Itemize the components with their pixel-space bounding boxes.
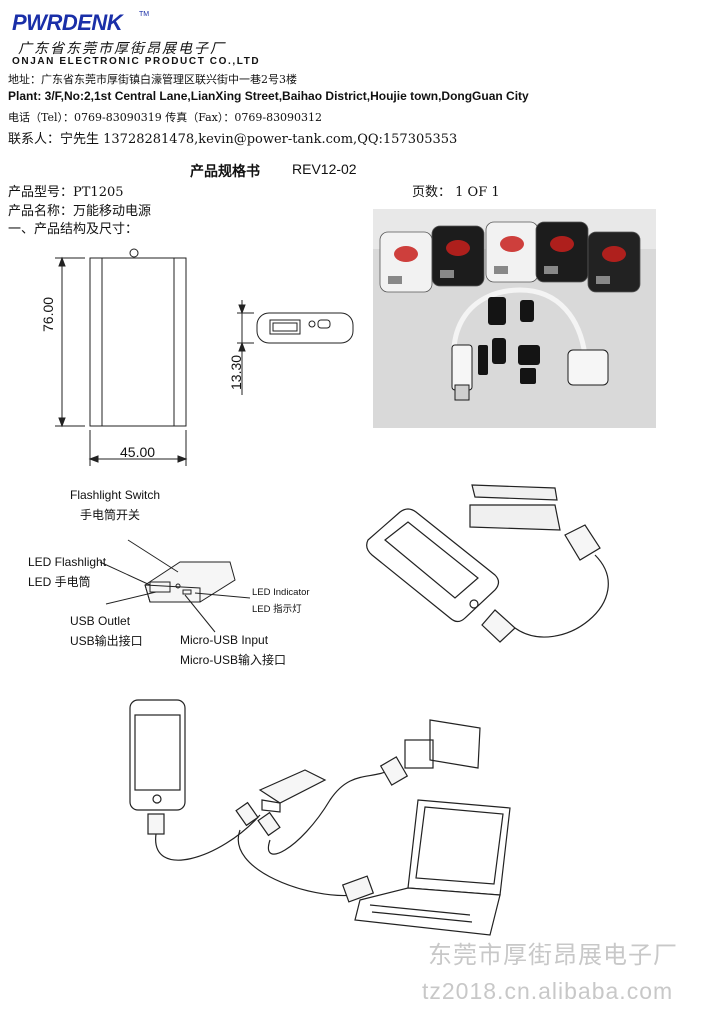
- photo-usb-port: [596, 276, 610, 284]
- address-cn: 地址：广东省东莞市厚街镇白濠管理区联兴街中一巷2号3楼: [8, 73, 297, 86]
- photo-usb-port: [544, 266, 558, 274]
- photo-brand-emblem: [394, 246, 418, 262]
- led-indicator-label-cn: LED 指示灯: [252, 604, 302, 615]
- company-name-cn: 广东省东莞市厚街昂展电子厂: [18, 41, 226, 57]
- thickness-dimension: 13.30: [228, 354, 244, 390]
- watermark-cn: 东莞市厚街昂展电子厂: [428, 941, 678, 969]
- full-charging-set-drawing: [129, 699, 511, 936]
- product-name: 产品名称：万能移动电源: [8, 204, 152, 219]
- flashlight-switch-label-cn: 手电筒开关: [80, 508, 141, 522]
- usb-outlet-label-cn: USB输出接口: [70, 634, 143, 648]
- photo-brand-emblem: [550, 236, 574, 252]
- micro-usb-label-cn: Micro-USB输入接口: [180, 653, 287, 667]
- photo-usb-port: [440, 270, 454, 278]
- photo-usb-port: [388, 276, 402, 284]
- photo-brand-emblem: [446, 240, 470, 256]
- spec-title: 产品规格书: [190, 164, 260, 180]
- product-model: 产品型号：PT1205: [8, 185, 124, 200]
- end-view-outline: [256, 312, 354, 344]
- address-en: Plant: 3/F,No:2,1st Central Lane,LianXin…: [8, 89, 529, 103]
- led-indicator-label-en: LED Indicator: [252, 587, 310, 598]
- photo-brand-emblem: [602, 246, 626, 262]
- watermark-url: tz2018.cn.alibaba.com: [422, 978, 674, 1004]
- tel-fax: 电话（Tel）：0769-83090319 传真（Fax）：0769-83090…: [8, 111, 323, 124]
- width-dimension: 45.00: [120, 444, 156, 460]
- height-dimension: 76.00: [40, 296, 56, 332]
- page-count: 页数： 1 OF 1: [412, 185, 500, 200]
- brand-logo: PWRDENK: [12, 10, 123, 35]
- micro-usb-label-en: Micro-USB Input: [180, 633, 269, 647]
- powerbank-callout-drawing: [99, 539, 251, 633]
- led-flashlight-label-cn: LED 手电筒: [28, 575, 91, 589]
- led-flashlight-label-en: LED Flashlight: [28, 555, 107, 569]
- contact-line: 联系人：宁先生 13728281478,kevin@power-tank.com…: [8, 132, 458, 147]
- product-photo: [373, 209, 656, 428]
- flashlight-switch-label-en: Flashlight Switch: [70, 488, 161, 502]
- trademark-mark: TM: [139, 11, 150, 18]
- front-view-outline: [89, 257, 187, 427]
- photo-brand-emblem: [500, 236, 524, 252]
- usb-outlet-label-en: USB Outlet: [70, 614, 131, 628]
- phone-charging-drawing: [366, 484, 609, 643]
- company-name-en: ONJAN ELECTRONIC PRODUCT CO.,LTD: [12, 56, 261, 67]
- spec-revision: REV12-02: [292, 161, 357, 177]
- photo-usb-port: [494, 266, 508, 274]
- section-heading: 一、产品结构及尺寸：: [8, 222, 139, 237]
